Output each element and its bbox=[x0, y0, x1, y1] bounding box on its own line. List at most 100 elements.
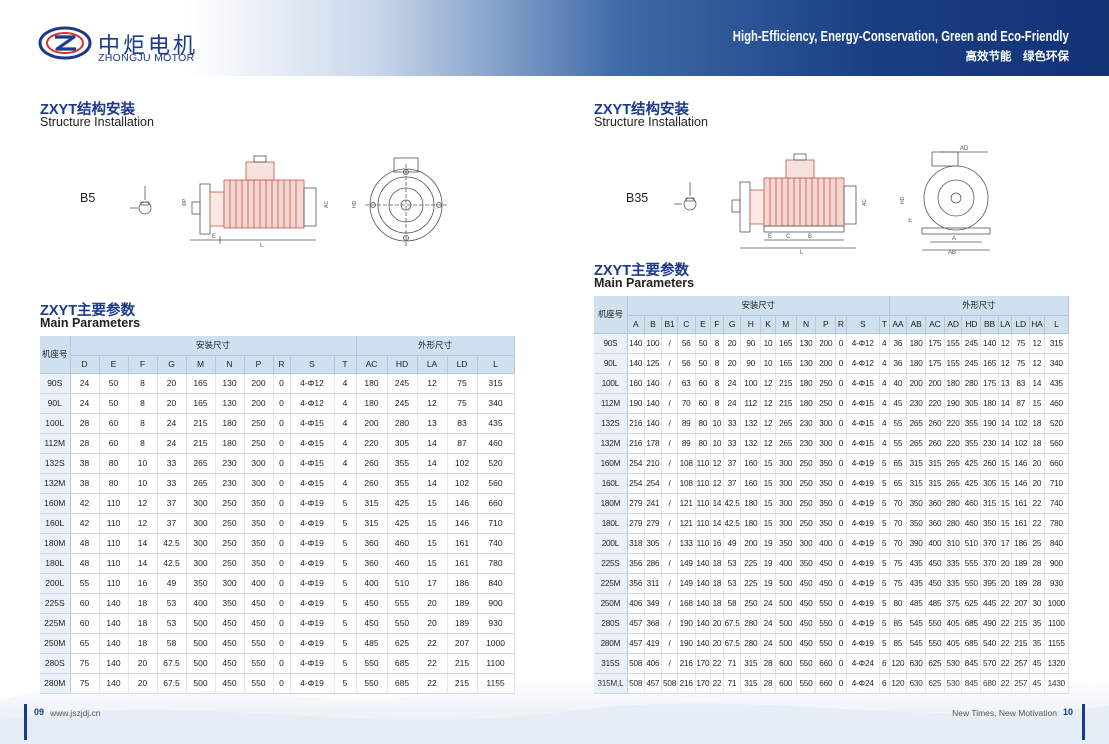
value-cell: 225 bbox=[740, 553, 762, 574]
value-cell: 315 bbox=[925, 473, 945, 494]
value-cell: 22 bbox=[998, 653, 1013, 674]
frame-size-cell: 100L bbox=[594, 373, 628, 394]
value-cell: 0 bbox=[273, 493, 291, 514]
value-cell: 89 bbox=[677, 433, 696, 454]
value-cell: 1100 bbox=[477, 653, 515, 674]
value-cell: 42.5 bbox=[157, 533, 187, 554]
value-cell: 71 bbox=[723, 653, 742, 674]
column-header: LA bbox=[998, 315, 1013, 334]
value-cell: 355 bbox=[387, 453, 418, 474]
value-cell: 83 bbox=[1011, 373, 1031, 394]
value-cell: 1100 bbox=[1044, 613, 1070, 634]
column-header: AA bbox=[889, 315, 908, 334]
value-cell: 87 bbox=[1011, 393, 1031, 414]
value-cell: 0 bbox=[835, 353, 847, 374]
column-header: HD bbox=[387, 355, 418, 374]
value-cell: 102 bbox=[447, 453, 478, 474]
value-cell: / bbox=[661, 593, 678, 614]
value-cell: 24 bbox=[760, 613, 776, 634]
value-cell: 435 bbox=[1044, 373, 1070, 394]
value-cell: 50 bbox=[99, 393, 129, 414]
column-header: N bbox=[215, 355, 245, 374]
value-cell: 630 bbox=[906, 653, 926, 674]
value-cell: 42 bbox=[70, 493, 100, 514]
frame-size-cell: 225M bbox=[594, 573, 628, 594]
value-cell: 180 bbox=[215, 413, 245, 434]
value-cell: 155 bbox=[944, 353, 963, 374]
value-cell: 4-Φ24 bbox=[846, 653, 880, 674]
value-cell: 48 bbox=[70, 553, 100, 574]
value-cell: 75 bbox=[889, 573, 908, 594]
value-cell: 13 bbox=[998, 373, 1013, 394]
value-cell: 450 bbox=[796, 573, 817, 594]
value-cell: 550 bbox=[815, 613, 837, 634]
value-cell: 65 bbox=[889, 473, 908, 494]
value-cell: 178 bbox=[644, 433, 663, 454]
value-cell: 4 bbox=[879, 373, 890, 394]
value-cell: 0 bbox=[835, 393, 847, 414]
value-cell: 14 bbox=[417, 453, 448, 474]
value-cell: 315 bbox=[477, 373, 515, 394]
slogan-chinese: 高效节能 绿色环保 bbox=[965, 49, 1070, 63]
value-cell: 318 bbox=[627, 533, 645, 554]
value-cell: 0 bbox=[835, 493, 847, 514]
value-cell: 0 bbox=[273, 453, 291, 474]
value-cell: 450 bbox=[815, 573, 837, 594]
value-cell: 48 bbox=[70, 533, 100, 554]
value-cell: 149 bbox=[677, 573, 696, 594]
value-cell: 15 bbox=[998, 453, 1013, 474]
frame-size-cell: 200L bbox=[40, 573, 71, 594]
value-cell: 10 bbox=[710, 433, 724, 454]
frame-size-cell: 250M bbox=[40, 633, 71, 654]
frame-size-cell: 160M bbox=[594, 453, 628, 474]
value-cell: 0 bbox=[273, 573, 291, 594]
value-cell: 30 bbox=[1029, 593, 1045, 614]
svg-text:AB: AB bbox=[948, 250, 956, 256]
value-cell: 5 bbox=[879, 613, 890, 634]
value-cell: 350 bbox=[244, 513, 274, 534]
value-cell: 140 bbox=[627, 333, 645, 354]
value-cell: 4 bbox=[879, 333, 890, 354]
value-cell: 250 bbox=[215, 493, 245, 514]
value-cell: 20 bbox=[157, 393, 187, 414]
value-cell: 180 bbox=[356, 393, 388, 414]
value-cell: 102 bbox=[447, 473, 478, 494]
value-cell: 42.5 bbox=[723, 493, 742, 514]
value-cell: 220 bbox=[944, 433, 963, 454]
left-mount-label: B5 bbox=[80, 191, 96, 205]
value-cell: 140 bbox=[695, 613, 712, 634]
value-cell: 12 bbox=[760, 433, 776, 454]
value-cell: 435 bbox=[477, 413, 515, 434]
value-cell: 315 bbox=[740, 653, 762, 674]
value-cell: 12 bbox=[998, 353, 1013, 374]
value-cell: 140 bbox=[627, 353, 645, 374]
value-cell: 133 bbox=[677, 533, 696, 554]
value-cell: 550 bbox=[356, 653, 388, 674]
value-cell: 0 bbox=[273, 473, 291, 494]
value-cell: 350 bbox=[815, 493, 837, 514]
value-cell: 15 bbox=[417, 553, 448, 574]
value-cell: 4-Φ15 bbox=[290, 473, 335, 494]
value-cell: 15 bbox=[760, 473, 776, 494]
value-cell: 140 bbox=[99, 633, 129, 654]
column-header: L bbox=[477, 355, 515, 374]
value-cell: 75 bbox=[889, 553, 908, 574]
value-cell: 20 bbox=[723, 353, 742, 374]
frame-size-cell: 112M bbox=[594, 393, 628, 414]
value-cell: 450 bbox=[244, 613, 274, 634]
value-cell: 560 bbox=[477, 473, 515, 494]
column-header: E bbox=[99, 355, 129, 374]
value-cell: 4-Φ19 bbox=[290, 653, 335, 674]
value-cell: 930 bbox=[1044, 573, 1070, 594]
value-cell: 4-Φ19 bbox=[846, 573, 880, 594]
value-cell: 220 bbox=[944, 413, 963, 434]
value-cell: 600 bbox=[775, 653, 797, 674]
value-cell: 175 bbox=[925, 353, 945, 374]
value-cell: 450 bbox=[244, 593, 274, 614]
